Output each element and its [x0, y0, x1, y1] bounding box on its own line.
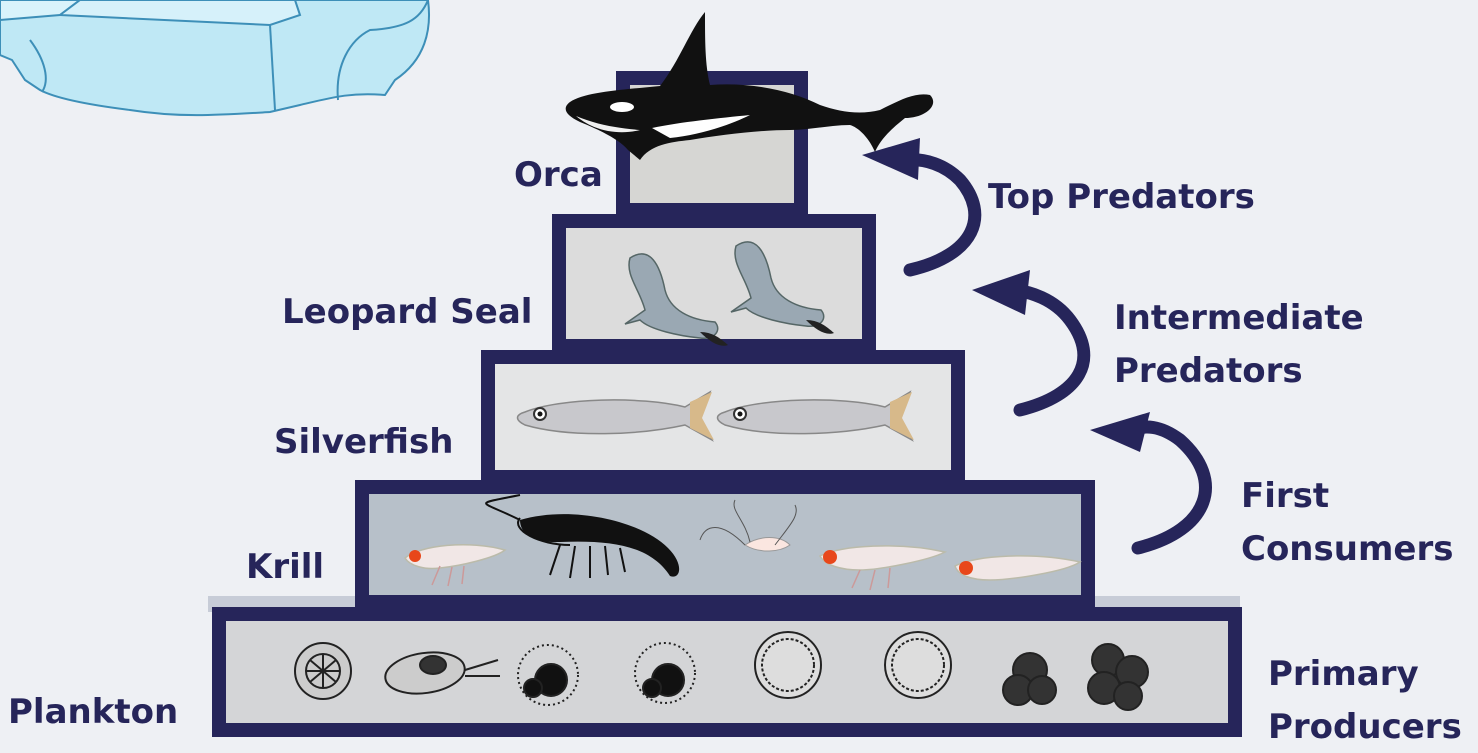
- level-label-orca: Orca: [514, 153, 603, 197]
- level-label-krill: Krill: [246, 545, 324, 589]
- role-label-primary-producers: Primary Producers: [1268, 648, 1462, 753]
- role-label-line: Primary: [1268, 648, 1462, 701]
- iceberg-icon: [0, 0, 429, 115]
- role-label-line: Intermediate: [1114, 292, 1364, 345]
- role-label-line: Predators: [1114, 345, 1364, 398]
- level-label-plankton: Plankton: [8, 690, 178, 734]
- role-label-line: Producers: [1268, 701, 1462, 753]
- level-label-silverfish: Silverfish: [274, 420, 453, 464]
- role-label-intermediate-predators: Intermediate Predators: [1114, 292, 1364, 397]
- tier-plankton: [208, 596, 1240, 730]
- role-label-line: Consumers: [1241, 523, 1453, 576]
- role-label-first-consumers: First Consumers: [1241, 470, 1453, 575]
- role-label-top-predators: Top Predators: [988, 171, 1255, 224]
- level-label-leopard-seal: Leopard Seal: [282, 290, 532, 334]
- role-label-line: First: [1241, 470, 1453, 523]
